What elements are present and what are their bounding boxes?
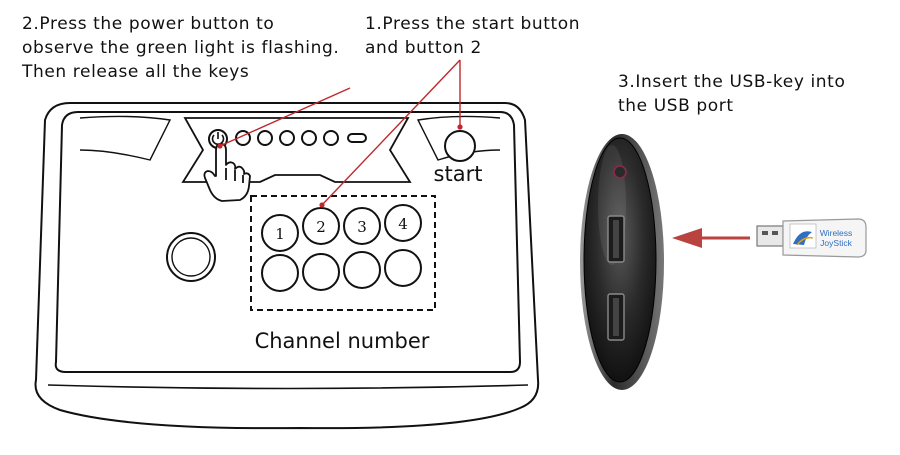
start-button[interactable] [444, 130, 476, 162]
action-button-6[interactable] [302, 253, 340, 291]
callout-dot-start [457, 124, 463, 130]
channel-buttons [261, 204, 422, 292]
channel-button-4-label: 4 [398, 215, 408, 233]
channel-button-3-label: 3 [357, 218, 367, 236]
receiver-status-light [613, 165, 627, 179]
channel-number-label: Channel number [255, 329, 430, 353]
instruction-step-1-line-2: and button 2 [365, 38, 482, 58]
instruction-step-2-line-2: observe the green light is flashing. [22, 38, 340, 58]
channel-button-2-label: 2 [316, 218, 326, 236]
usb-key-logo-icon [793, 231, 812, 245]
instruction-step-3: 3.Insert the USB-key into the USB port [618, 70, 845, 118]
action-button-8[interactable] [384, 249, 422, 287]
controller-right-trim [416, 115, 501, 161]
channel-buttons-group [250, 195, 436, 311]
usb-key-label-line-2: JoyStick [820, 238, 852, 248]
insert-arrow [672, 228, 750, 248]
instruction-step-3-line-2: the USB port [618, 96, 734, 116]
callout-dot-button-2 [319, 202, 325, 208]
instruction-step-2-line-3: Then release all the keys [22, 62, 250, 82]
arcade-controller [34, 102, 540, 430]
instruction-step-3-line-1: 3.Insert the USB-key into [618, 72, 846, 92]
instruction-step-1: 1.Press the start button and button 2 [365, 12, 580, 60]
indicator-light-5 [323, 130, 339, 146]
controller-front-bevel [47, 384, 529, 390]
usb-port-2[interactable] [607, 293, 625, 341]
instruction-step-2-line-1: 2.Press the power button to [22, 14, 275, 34]
indicator-light-2 [257, 130, 273, 146]
channel-button-1[interactable] [261, 214, 299, 252]
controller-top-face [54, 111, 522, 373]
controller-outer-shell [34, 102, 540, 430]
controller-left-trim [79, 115, 172, 161]
indicator-light-3 [279, 130, 295, 146]
controller-faceplate [181, 117, 412, 183]
channel-button-4[interactable] [384, 204, 422, 242]
joystick[interactable] [166, 232, 216, 282]
pointing-hand-icon [203, 143, 251, 202]
channel-button-1-label: 1 [275, 225, 285, 243]
callout-lines [219, 59, 461, 206]
callout-to-power-button [219, 87, 351, 147]
callout-to-button-2 [321, 59, 461, 206]
usb-key-label-line-1: Wireless [820, 228, 853, 238]
channel-button-2[interactable] [302, 207, 340, 245]
indicator-light-4 [301, 130, 317, 146]
action-button-7[interactable] [343, 251, 381, 289]
indicator-slot [347, 133, 367, 143]
usb-port-1[interactable] [607, 215, 625, 263]
start-label: start [434, 162, 483, 186]
instruction-step-2: 2.Press the power button to observe the … [22, 12, 339, 84]
callout-dot-power [217, 143, 223, 149]
usb-key[interactable]: Wireless JoyStick [756, 218, 867, 258]
usb-receiver [580, 134, 664, 390]
channel-button-3[interactable] [343, 207, 381, 245]
channel-indicator-lights [235, 130, 367, 146]
action-button-5[interactable] [261, 254, 299, 292]
instruction-step-1-line-1: 1.Press the start button [365, 14, 581, 34]
